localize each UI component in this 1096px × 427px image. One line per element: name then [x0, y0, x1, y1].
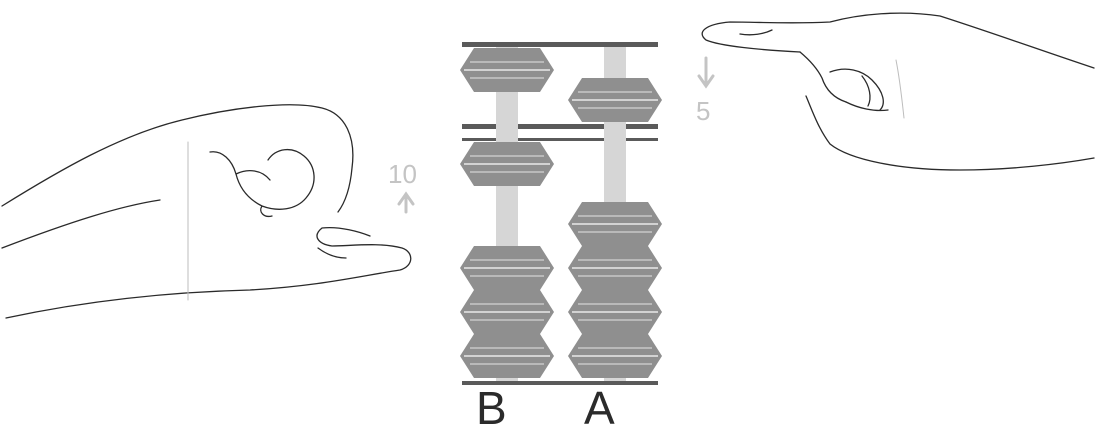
left-move-indicator: 10: [388, 159, 417, 212]
heaven-bead-a: [568, 78, 662, 122]
heaven-bead-b: [460, 48, 554, 92]
top-frame-bar: [462, 42, 658, 47]
left-move-label: 10: [388, 159, 417, 189]
earth-bead-b-2: [460, 246, 554, 290]
up-arrow-icon: [399, 194, 413, 212]
earth-bead-a-4: [568, 334, 662, 378]
reckoning-bar: [462, 124, 658, 129]
beads: [460, 48, 662, 378]
right-hand-illustration: [702, 13, 1094, 170]
right-move-indicator: 5: [696, 58, 713, 126]
right-move-label: 5: [696, 96, 710, 126]
earth-bead-a-3: [568, 290, 662, 334]
earth-bead-b-3: [460, 290, 554, 334]
column-label-a: A: [584, 382, 615, 427]
earth-bead-a-2: [568, 246, 662, 290]
left-hand-illustration: [2, 105, 411, 318]
earth-bead-b-4: [460, 334, 554, 378]
reckoning-bar-lower: [462, 138, 658, 141]
down-arrow-icon: [699, 58, 713, 86]
earth-bead-b-1: [460, 142, 554, 186]
column-label-b: B: [476, 382, 507, 427]
earth-bead-a-1: [568, 202, 662, 246]
